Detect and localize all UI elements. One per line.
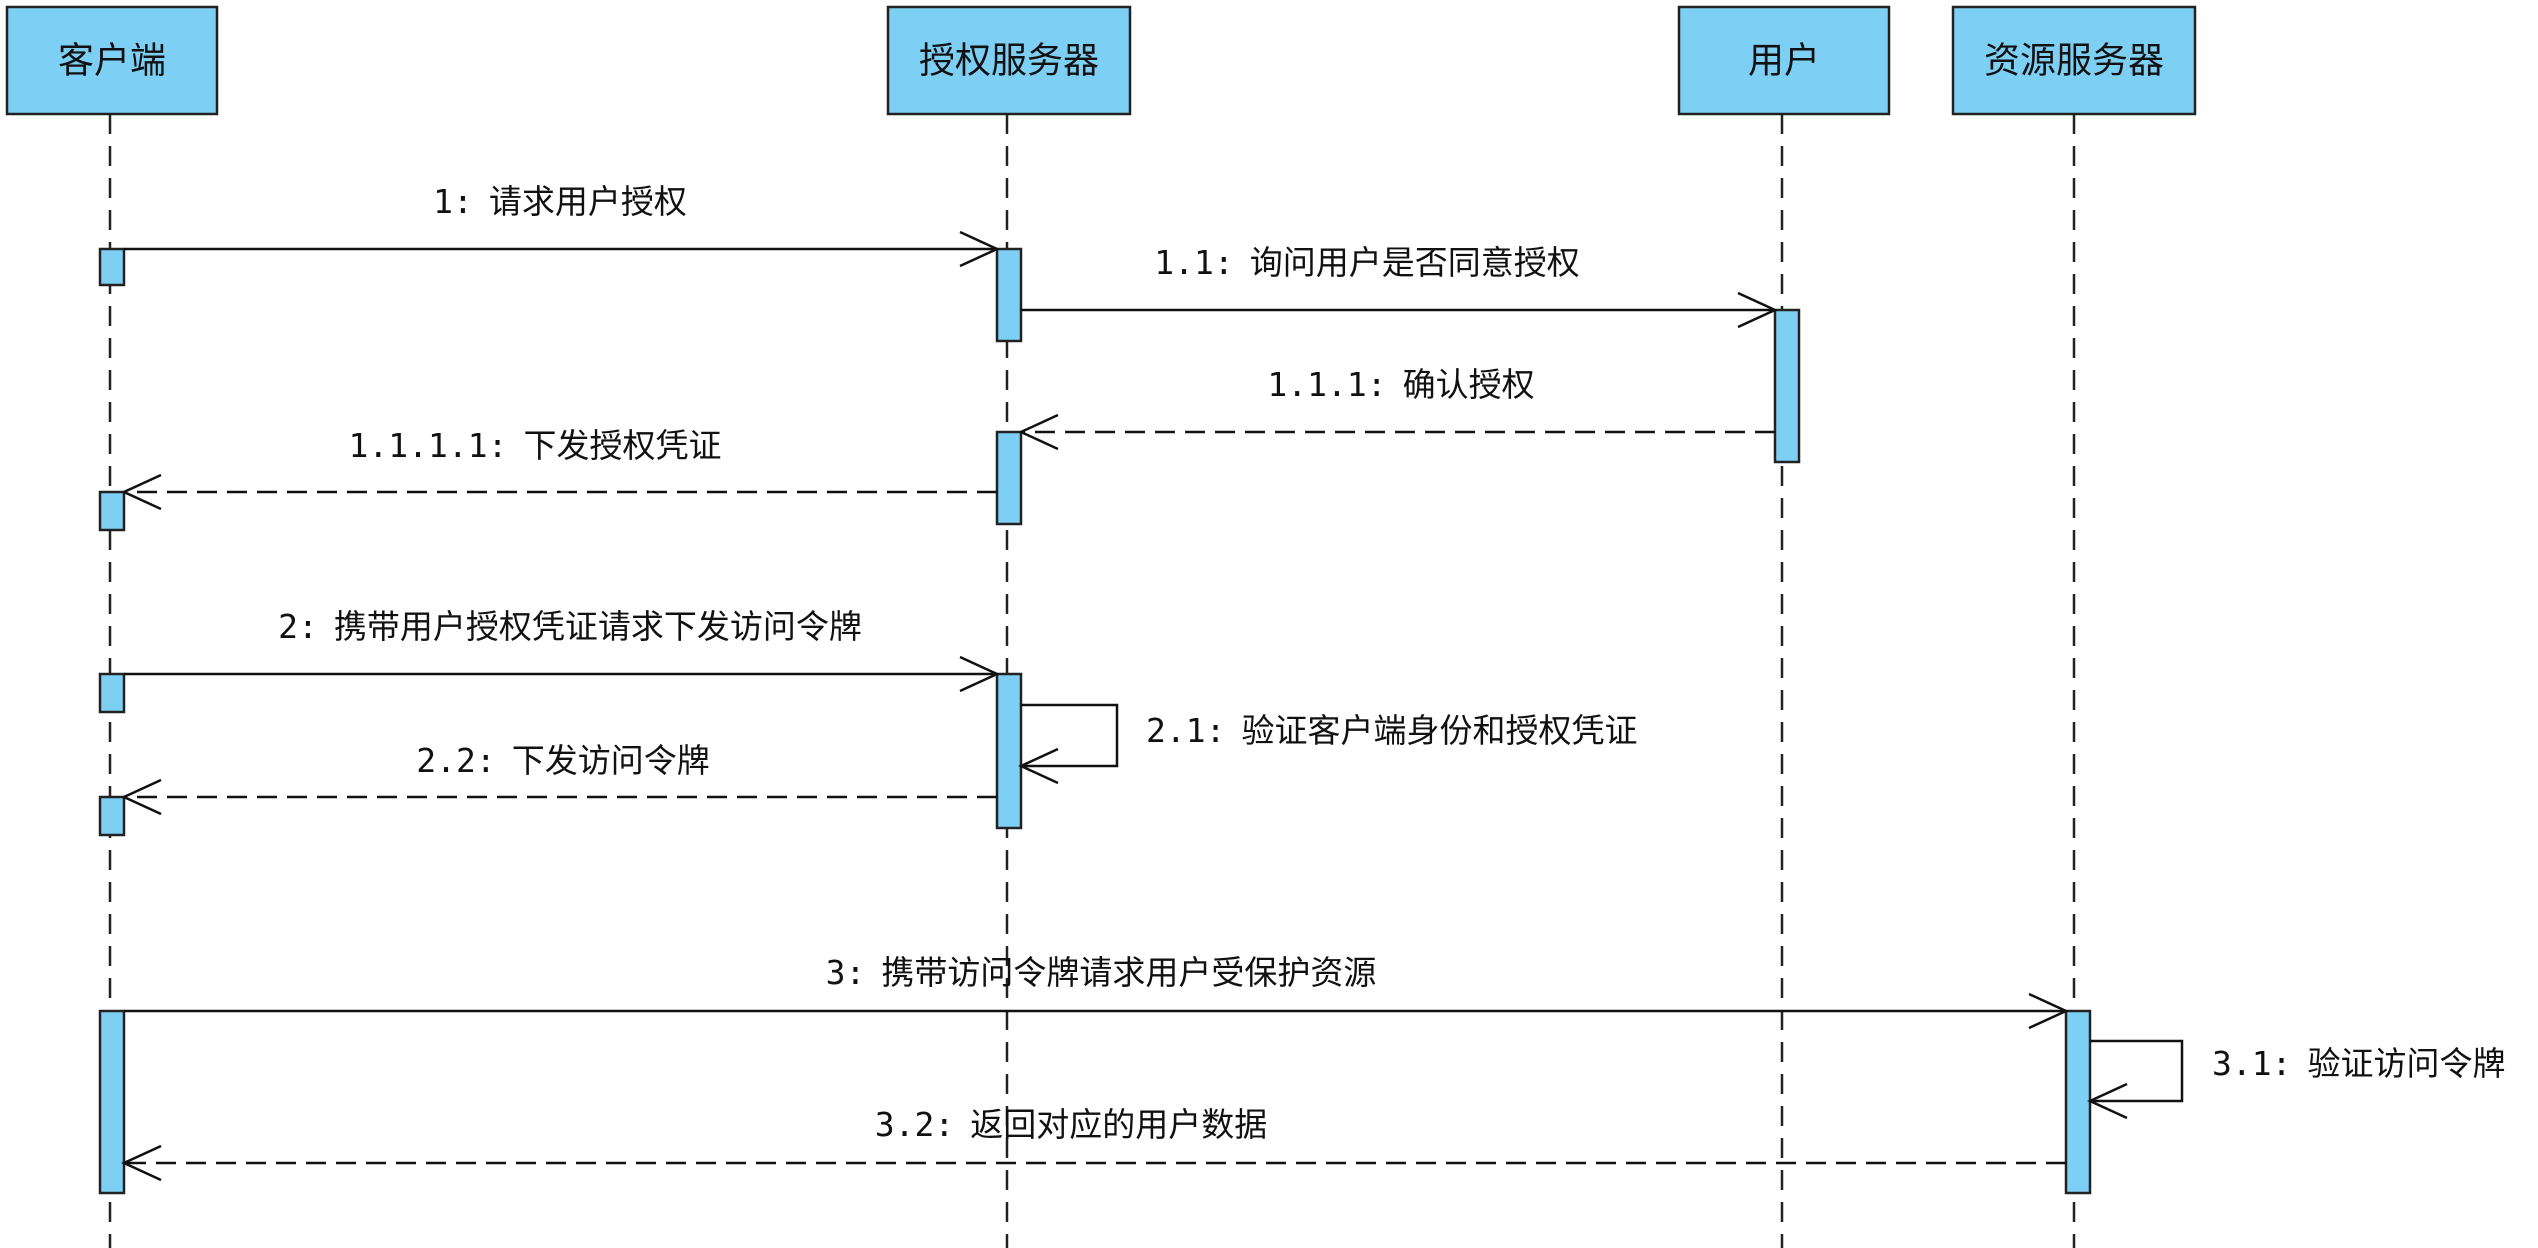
activation-bar: [98, 1009, 126, 1195]
participant-auth-server: 授权服务器: [886, 5, 1132, 116]
message-3: 3:携带访问令牌请求用户受保护资源: [124, 953, 2069, 1030]
message-label: 3.2:返回对应的用户数据: [875, 1105, 1267, 1144]
message-1-1-1-1: 1.1.1.1:下发授权凭证: [121, 426, 997, 511]
activation-bar: [995, 247, 1023, 343]
arrowhead: [121, 1144, 162, 1182]
message-label: 1.1.1.1:下发授权凭证: [349, 426, 722, 465]
arrowhead: [959, 230, 1000, 268]
message-label: 2:携带用户授权凭证请求下发访问令牌: [278, 607, 862, 646]
participant-user: 用户: [1677, 5, 1891, 116]
activation-bar: [995, 672, 1023, 830]
message-label: 3:携带访问令牌请求用户受保护资源: [826, 953, 1377, 992]
message-label: 1:请求用户授权: [433, 182, 687, 221]
message-2-1-self-call: 2.1:验证客户端身份和授权凭证: [1018, 703, 1637, 785]
message-2: 2:携带用户授权凭证请求下发访问令牌: [124, 607, 1000, 693]
arrowhead: [121, 778, 162, 816]
message-label: 1.1:询问用户是否同意授权: [1154, 243, 1579, 282]
arrowhead: [121, 473, 162, 511]
arrowhead: [959, 655, 1000, 693]
participant-resource-server: 资源服务器: [1951, 5, 2197, 116]
activation-bar: [995, 430, 1023, 526]
message-2-2: 2.2:下发访问令牌: [121, 741, 997, 816]
participant-label: 资源服务器: [1984, 41, 2164, 82]
participant-client: 客户端: [5, 5, 219, 116]
message-label: 1.1.1:确认授权: [1267, 365, 1534, 404]
message-label: 2.2:下发访问令牌: [416, 741, 709, 780]
message-1: 1:请求用户授权: [124, 182, 1000, 268]
activation-bar: [98, 672, 126, 714]
activation-bar: [2064, 1009, 2092, 1195]
arrowhead: [2087, 1082, 2128, 1120]
activation-bar: [1773, 308, 1801, 464]
activation-bar: [98, 247, 126, 287]
activation-bar: [98, 490, 126, 532]
arrowhead: [1737, 291, 1778, 329]
arrowhead: [1018, 413, 1059, 451]
activation-bar: [98, 795, 126, 837]
message-3-2: 3.2:返回对应的用户数据: [121, 1105, 2066, 1182]
message-3-1-self-call: 3.1:验证访问令牌: [2087, 1039, 2505, 1120]
participant-label: 客户端: [58, 41, 166, 82]
message-1-1: 1.1:询问用户是否同意授权: [1021, 243, 1778, 329]
arrowhead: [1018, 747, 1059, 785]
arrowhead: [2028, 992, 2069, 1030]
message-1-1-1: 1.1.1:确认授权: [1018, 365, 1775, 451]
message-label: 3.1:验证访问令牌: [2212, 1044, 2505, 1083]
message-label: 2.1:验证客户端身份和授权凭证: [1146, 711, 1637, 750]
participant-label: 授权服务器: [919, 41, 1099, 82]
participant-label: 用户: [1748, 41, 1820, 82]
